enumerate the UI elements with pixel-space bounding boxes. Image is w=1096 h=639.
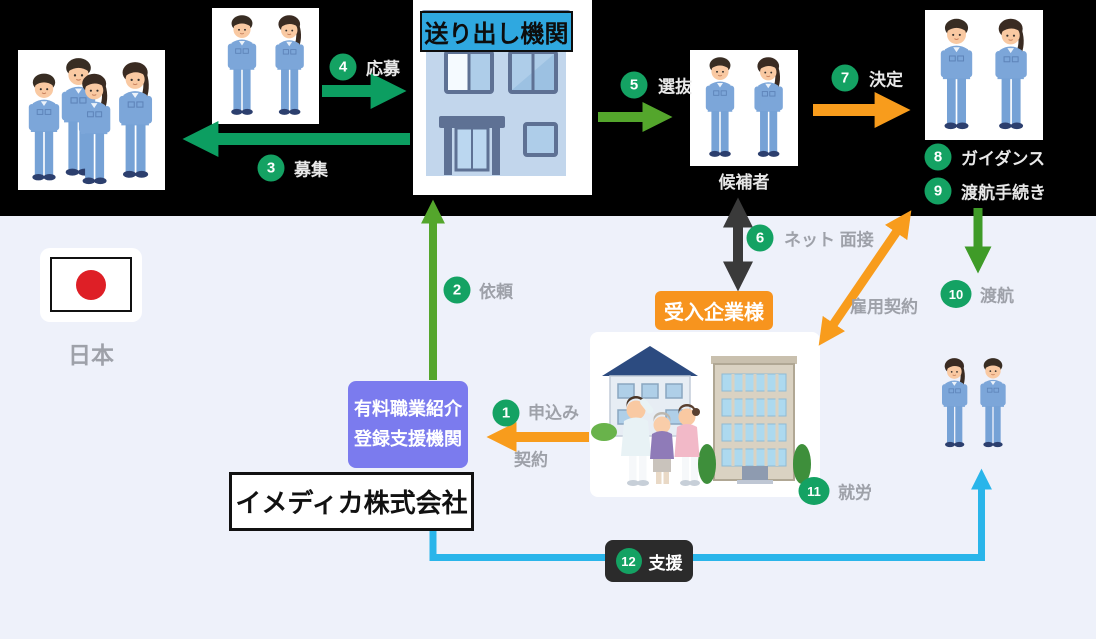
workers-group-illustration (18, 50, 165, 190)
step-badge-10: 10 (940, 280, 972, 308)
japan-flag-icon (40, 248, 142, 322)
receiving-company-label: 受入企業様 (655, 291, 773, 330)
candidates-pair-illustration (690, 50, 798, 166)
company-name-box: イメディカ株式会社 (229, 472, 474, 531)
step-label-1: 申込み (528, 403, 579, 423)
employment-contract-label: 雇用契約 (850, 297, 918, 317)
agency-label-line2: 登録支援機関 (354, 428, 462, 449)
step-badge-5: 5 (620, 71, 648, 99)
applicants-pair-illustration (212, 8, 319, 124)
step-label-4: 応募 (366, 59, 400, 79)
receiving-company-illustration (590, 332, 820, 497)
japan-label: 日本 (68, 342, 114, 368)
step-label-12: 支援 (648, 553, 683, 573)
step-badge-6: 6 (746, 224, 774, 252)
step-badge-11: 11 (798, 477, 830, 505)
selected-workers-illustration (925, 10, 1043, 140)
step-label-5: 選抜 (658, 77, 692, 97)
step-badge-9: 9 (924, 177, 952, 205)
step-label-7: 決定 (869, 70, 903, 90)
arrived-workers-illustration (935, 345, 1013, 462)
step-label-1b: 契約 (514, 450, 548, 470)
step-badge-12: 12 (615, 548, 642, 574)
support-step-box: 12 支援 (605, 540, 693, 582)
candidates-label: 候補者 (718, 173, 770, 192)
step-badge-7: 7 (831, 64, 859, 92)
sending-org-label: 送り出し機関 (420, 11, 573, 52)
japan-flag-sun (76, 269, 106, 300)
step-label-3: 募集 (294, 160, 328, 180)
step-badge-8: 8 (924, 143, 952, 171)
step-label-2: 依頼 (479, 282, 513, 302)
step-badge-1: 1 (492, 399, 520, 427)
japan-flag-rect (50, 257, 132, 312)
step-label-8: ガイダンス (961, 149, 1045, 169)
agency-label-line1: 有料職業紹介 (354, 398, 462, 419)
agency-box: 有料職業紹介 登録支援機関 (348, 381, 468, 468)
step-label-9: 渡航手続き (961, 183, 1046, 203)
step-badge-2: 2 (443, 276, 471, 304)
step-label-10: 渡航 (980, 286, 1014, 306)
step-label-6: ネット 面接 (784, 230, 874, 250)
step-badge-4: 4 (329, 53, 357, 81)
step-badge-3: 3 (257, 154, 285, 182)
step-label-11: 就労 (838, 483, 872, 503)
